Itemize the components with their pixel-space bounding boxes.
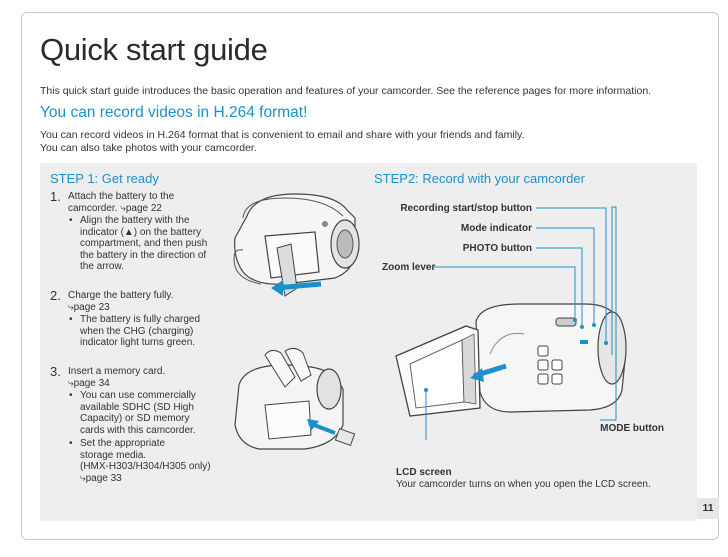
step1-item1-bullet: • Align the battery with the indicator (…: [69, 215, 208, 273]
page-number: 11: [697, 498, 719, 519]
text-line: compartment, and then push: [80, 238, 208, 249]
memory-card-illustration: [234, 347, 356, 450]
step2-title: STEP2: Record with your camcorder: [374, 171, 585, 186]
callout-dot: [592, 323, 596, 327]
page-frame: [21, 12, 719, 540]
text-line: Insert a memory card.: [68, 366, 166, 377]
text-line: (HMX-H303/H304/H305 only): [80, 461, 211, 472]
callout-line-mode-button: [600, 206, 617, 421]
text-line: The battery is fully charged: [80, 314, 201, 325]
text-line: Align the battery with the: [80, 215, 190, 226]
lcd-caption: LCD screen Your camcorder turns on when …: [396, 467, 651, 491]
text-line: indicator light turns green.: [80, 337, 196, 348]
text-line: Set the appropriate: [80, 438, 166, 449]
label-mode-indicator: Mode indicator: [460, 223, 532, 234]
step1-item2-text: Charge the battery fully. ⤷page 23: [68, 290, 173, 313]
step1-item1-text: Attach the battery to the camcorder. ⤷pa…: [68, 191, 174, 214]
bullet-dot: •: [69, 215, 73, 226]
text-line: You can use commercially: [80, 390, 196, 401]
bullet-dot: •: [69, 438, 73, 449]
text-line: Attach the battery to the: [68, 191, 175, 202]
text-line: cards with this camcorder.: [80, 424, 196, 436]
label-recording-button: Recording start/stop button: [400, 203, 532, 214]
callout-dot: [604, 341, 608, 345]
step1-title: STEP 1: Get ready: [50, 171, 159, 186]
paragraph-line: You can also take photos with your camco…: [40, 142, 257, 154]
section-paragraph: You can record videos in H.264 format th…: [40, 129, 524, 155]
step1-item3-bullet2: • Set the appropriate storage media. (HM…: [69, 438, 211, 484]
callout-lines: [424, 206, 617, 440]
text-line: the battery in the direction of: [80, 249, 207, 261]
step1-item1-number: 1.: [50, 189, 61, 204]
callout-line-recording: [536, 207, 607, 343]
text-line: indicator (▲) on the battery: [80, 226, 202, 238]
text-line: camcorder. ⤷page 22: [68, 202, 162, 214]
callout-line-mode-indicator: [536, 227, 595, 325]
text-line: Charge the battery fully.: [68, 290, 174, 301]
battery-attach-illustration: [233, 193, 360, 297]
intro-text: This quick start guide introduces the ba…: [40, 85, 652, 97]
text-line: when the CHG (charging): [80, 325, 194, 337]
bullet-dot: •: [69, 390, 73, 401]
callout-dot: [580, 325, 584, 329]
callout-dot: [424, 388, 428, 392]
text-line: available SDHC (SD High: [80, 401, 194, 413]
text-line: ⤷page 23: [68, 301, 110, 313]
step1-item3-number: 3.: [50, 364, 61, 379]
paragraph-line: You can record videos in H.264 format th…: [40, 129, 525, 141]
text-line: storage media.: [80, 449, 147, 461]
label-zoom-lever: Zoom lever: [382, 262, 436, 273]
step1-item2-bullet: • The battery is fully charged when the …: [69, 314, 201, 349]
step1-item3-bullet1: • You can use commercially available SDH…: [69, 390, 196, 436]
callout-line-photo: [536, 247, 583, 327]
text-line: ⤷page 34: [68, 377, 110, 389]
section-headline: You can record videos in H.264 format!: [40, 104, 308, 121]
callout-dot: [573, 318, 577, 322]
step1-item2-number: 2.: [50, 288, 61, 303]
bullet-dot: •: [69, 314, 73, 325]
page-title: Quick start guide: [40, 32, 268, 67]
label-mode-button: MODE button: [600, 423, 664, 434]
text-line: ⤷page 33: [80, 472, 122, 484]
lcd-text: Your camcorder turns on when you open th…: [396, 479, 651, 490]
step1-item3-text: Insert a memory card. ⤷page 34: [68, 366, 165, 389]
callout-line-zoom: [434, 266, 576, 320]
text-line: the arrow.: [80, 261, 124, 272]
text-line: Capacity) or SD memory: [80, 413, 190, 424]
lcd-title: LCD screen: [396, 467, 452, 478]
label-photo-button: PHOTO button: [462, 243, 532, 254]
